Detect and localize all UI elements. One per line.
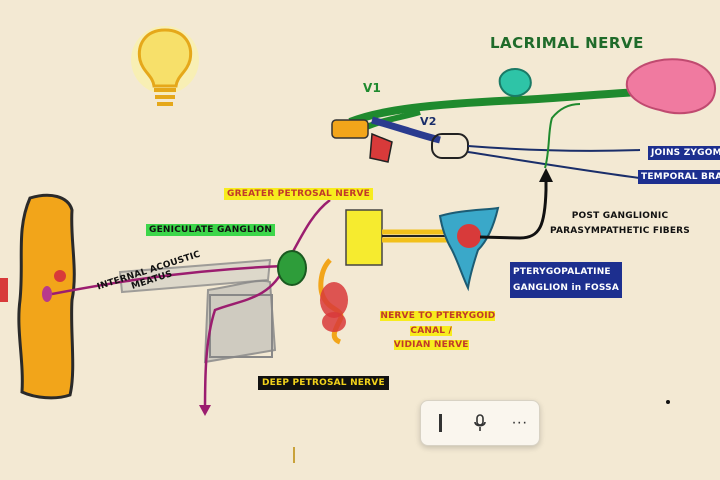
v1-label: V1 <box>363 82 381 96</box>
temporal-branch-label: TEMPORAL BRA <box>638 170 720 184</box>
microphone-icon[interactable] <box>465 408 495 438</box>
joins-zygomatic-label: JOINS ZYGOMA <box>648 146 720 160</box>
text-cursor-icon[interactable] <box>426 408 456 438</box>
floating-toolbar: ··· <box>420 400 540 446</box>
pterygopalatine-label: PTERYGOPALATINE GANGLION in FOSSA <box>510 262 622 298</box>
pterygoid-canal-text: NERVE TO PTERYGOID CANAL / VIDIAN NERVE <box>380 311 495 350</box>
v2-label: V2 <box>420 116 437 129</box>
lacrimal-nerve-title: LACRIMAL NERVE <box>490 34 644 52</box>
lightbulb-icon <box>131 26 199 106</box>
more-icon[interactable]: ··· <box>504 408 534 438</box>
pterygoid-canal-label: NERVE TO PTERYGOID CANAL / VIDIAN NERVE <box>364 294 498 368</box>
geniculate-label: GENICULATE GANGLION <box>146 224 275 236</box>
greater-petrosal-label: GREATER PETROSAL NERVE <box>224 188 373 200</box>
post-ganglionic-label: POST GANGLIONIC PARASYMPATHETIC FIBERS <box>550 209 690 240</box>
deep-petrosal-label: DEEP PETROSAL NERVE <box>258 376 389 390</box>
